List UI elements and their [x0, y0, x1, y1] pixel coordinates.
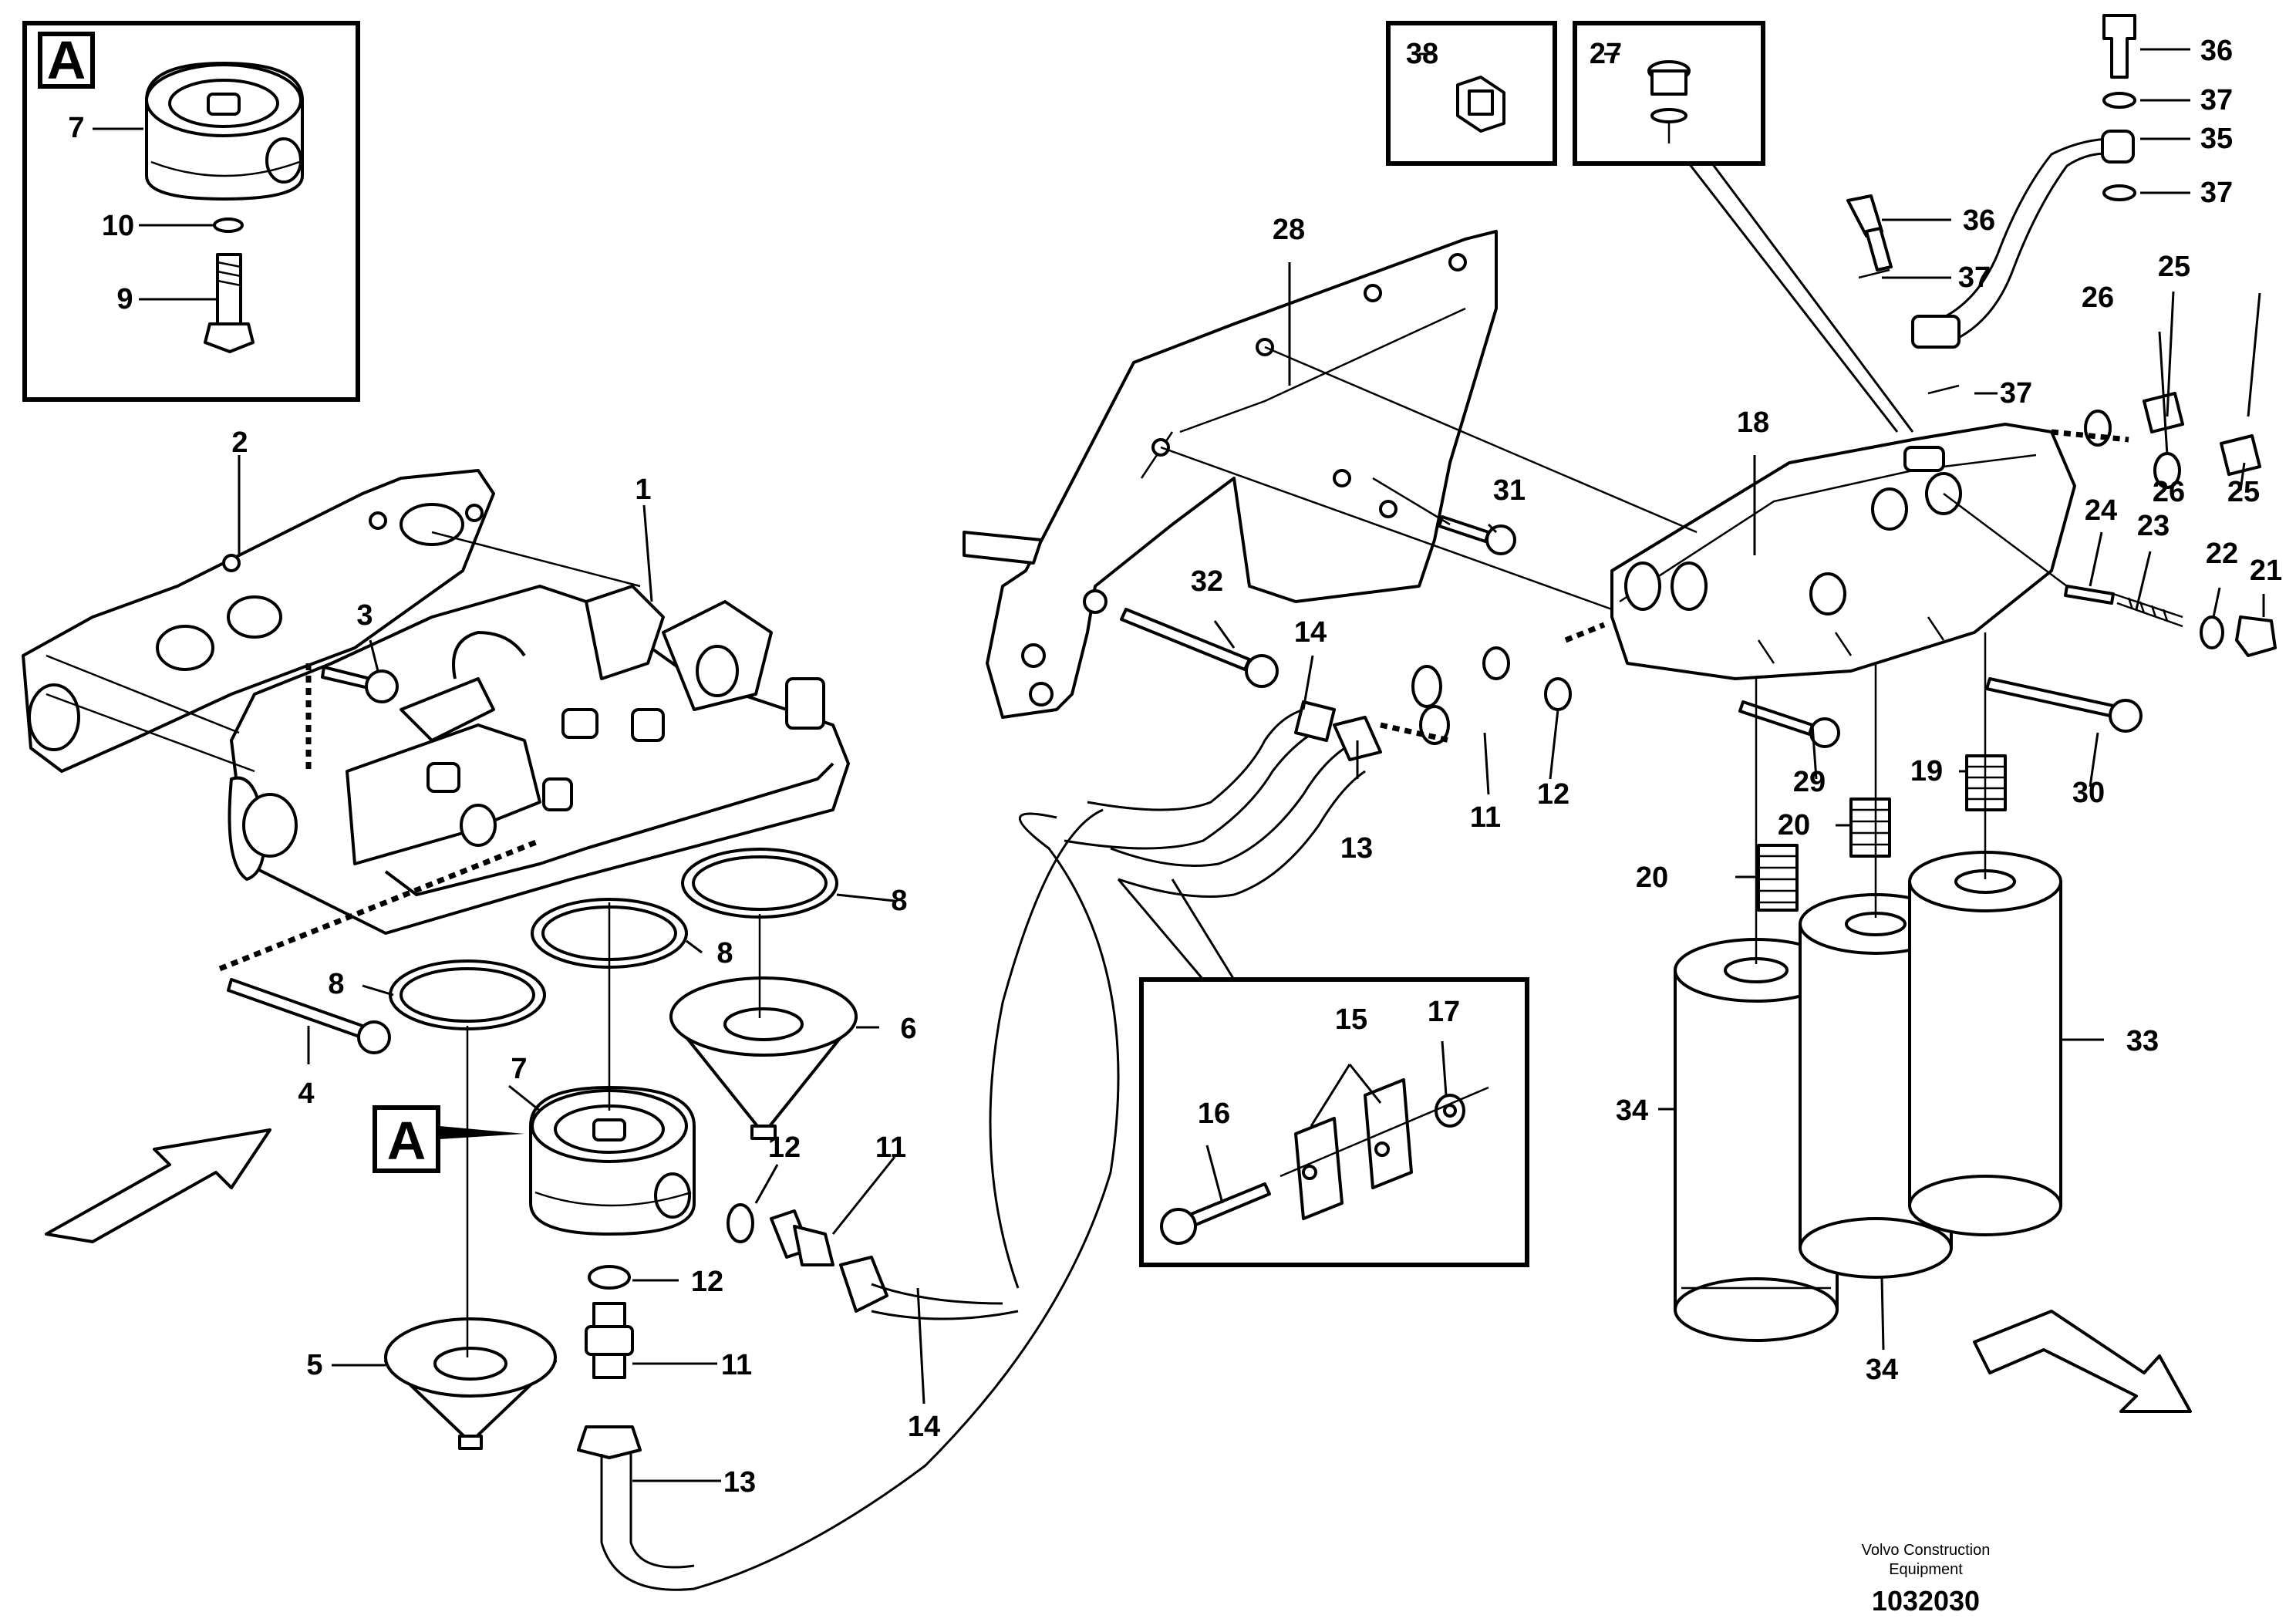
part-label: 36	[2200, 35, 2233, 67]
detail-a-label: A	[47, 30, 86, 90]
part-label: 20	[1778, 809, 1810, 841]
part-label: 3	[356, 599, 373, 632]
part-label: 5	[306, 1349, 322, 1381]
part-label: 15	[1335, 1003, 1367, 1036]
callout-a-label: A	[387, 1111, 426, 1171]
part-number-labels: 1 2 3 4 5 6 7 7 8 8 8 9 10 11 11 11 12 1…	[68, 35, 2282, 1499]
pipes-upper	[1064, 646, 1572, 898]
bolt-32	[1120, 608, 1279, 688]
part-label: 35	[2200, 123, 2233, 155]
filter-bracket-assembly-left	[22, 469, 850, 935]
part-label: 37	[2200, 84, 2233, 116]
part-label: 22	[2206, 538, 2238, 570]
part-label: 38	[1406, 38, 1438, 70]
part-label: 14	[1294, 616, 1327, 649]
hose-13	[577, 812, 1120, 1591]
drawing-number: 1032030	[1872, 1585, 1980, 1617]
clamp-detail-inset	[1117, 878, 1529, 1267]
company-name-line2: Equipment	[1889, 1561, 1963, 1578]
part-label: 13	[723, 1466, 756, 1499]
company-name-line1: Volvo Construction	[1862, 1542, 1991, 1559]
detail-a-inset: A	[22, 21, 360, 402]
part-label: 2	[231, 427, 248, 459]
nipple-11-lower	[585, 1302, 634, 1379]
bolt-31	[1438, 515, 1516, 555]
plug-21-assembly	[2064, 585, 2277, 657]
part-label: 37	[1958, 261, 1991, 294]
bolt-29	[1738, 700, 1840, 748]
projection-lines	[46, 346, 2068, 1357]
part-label: 37	[2000, 377, 2032, 410]
callout-a: A	[373, 1105, 524, 1173]
part-label: 33	[2126, 1025, 2159, 1057]
hose-14	[839, 808, 1104, 1320]
part-label: 12	[1537, 778, 1569, 811]
leader-lines	[93, 48, 2265, 1482]
part-label: 25	[2227, 476, 2260, 508]
part-label: 29	[1793, 766, 1826, 798]
manifold-18	[1610, 423, 2076, 680]
part-label: 34	[1866, 1354, 1898, 1386]
plugs-25-washers-26	[2084, 392, 2261, 489]
washer-12-lower	[588, 1265, 631, 1290]
part-label: 1	[635, 474, 651, 506]
bolt-30	[1985, 677, 2143, 733]
part-label: 27	[1590, 38, 1622, 70]
flow-arrow-out	[1973, 1310, 2192, 1413]
part-label: 12	[691, 1266, 723, 1298]
part-label: 26	[2153, 476, 2185, 508]
bracket-28	[963, 230, 1498, 719]
inset-27	[1573, 21, 1914, 433]
washer-12-side	[727, 1203, 754, 1243]
part-label: 21	[2250, 555, 2282, 587]
cone-5	[384, 1317, 557, 1450]
part-label: 34	[1616, 1094, 1648, 1127]
part-label: 16	[1198, 1098, 1230, 1130]
dashed-connections	[218, 429, 2129, 972]
part-label: 8	[328, 968, 344, 1000]
bolt-3	[321, 666, 399, 703]
part-label: 7	[68, 112, 84, 144]
part-label: 7	[511, 1053, 527, 1085]
part-label: 30	[2072, 777, 2105, 809]
part-label: 32	[1191, 565, 1223, 598]
cone-6	[669, 976, 858, 1140]
part-label: 25	[2158, 251, 2190, 283]
part-label: 20	[1636, 862, 1668, 894]
part-label: 14	[908, 1411, 940, 1443]
nipple-11-side	[770, 1209, 834, 1266]
part-label: 31	[1493, 474, 1526, 507]
part-label: 26	[2082, 282, 2114, 314]
part-label: 23	[2137, 510, 2170, 542]
pipe-35-assembly	[1846, 14, 2136, 395]
part-label: 9	[116, 283, 133, 315]
housing-7	[529, 1086, 696, 1236]
part-label: 11	[721, 1349, 752, 1381]
filter-33	[1908, 851, 2062, 1236]
part-label: 24	[2085, 494, 2117, 527]
part-label: 36	[1963, 204, 1995, 237]
part-label: 6	[900, 1013, 916, 1045]
part-label: 11	[1470, 801, 1501, 834]
part-label: 37	[2200, 177, 2233, 209]
part-label: 4	[298, 1077, 314, 1110]
part-label: 8	[716, 937, 733, 969]
bolt-4	[227, 978, 391, 1054]
flow-arrow-in	[45, 1128, 271, 1243]
part-label: 11	[875, 1131, 906, 1164]
part-label: 18	[1737, 406, 1769, 439]
part-label: 17	[1428, 996, 1460, 1028]
part-label: 10	[102, 210, 134, 242]
part-label: 8	[891, 885, 907, 917]
part-label: 28	[1273, 214, 1305, 246]
part-label: 19	[1910, 755, 1943, 787]
footer: Volvo Construction Equipment 1032030	[1862, 1542, 1991, 1617]
part-label: 13	[1340, 832, 1373, 865]
inset-38	[1386, 21, 1557, 166]
part-label: 12	[768, 1131, 801, 1164]
